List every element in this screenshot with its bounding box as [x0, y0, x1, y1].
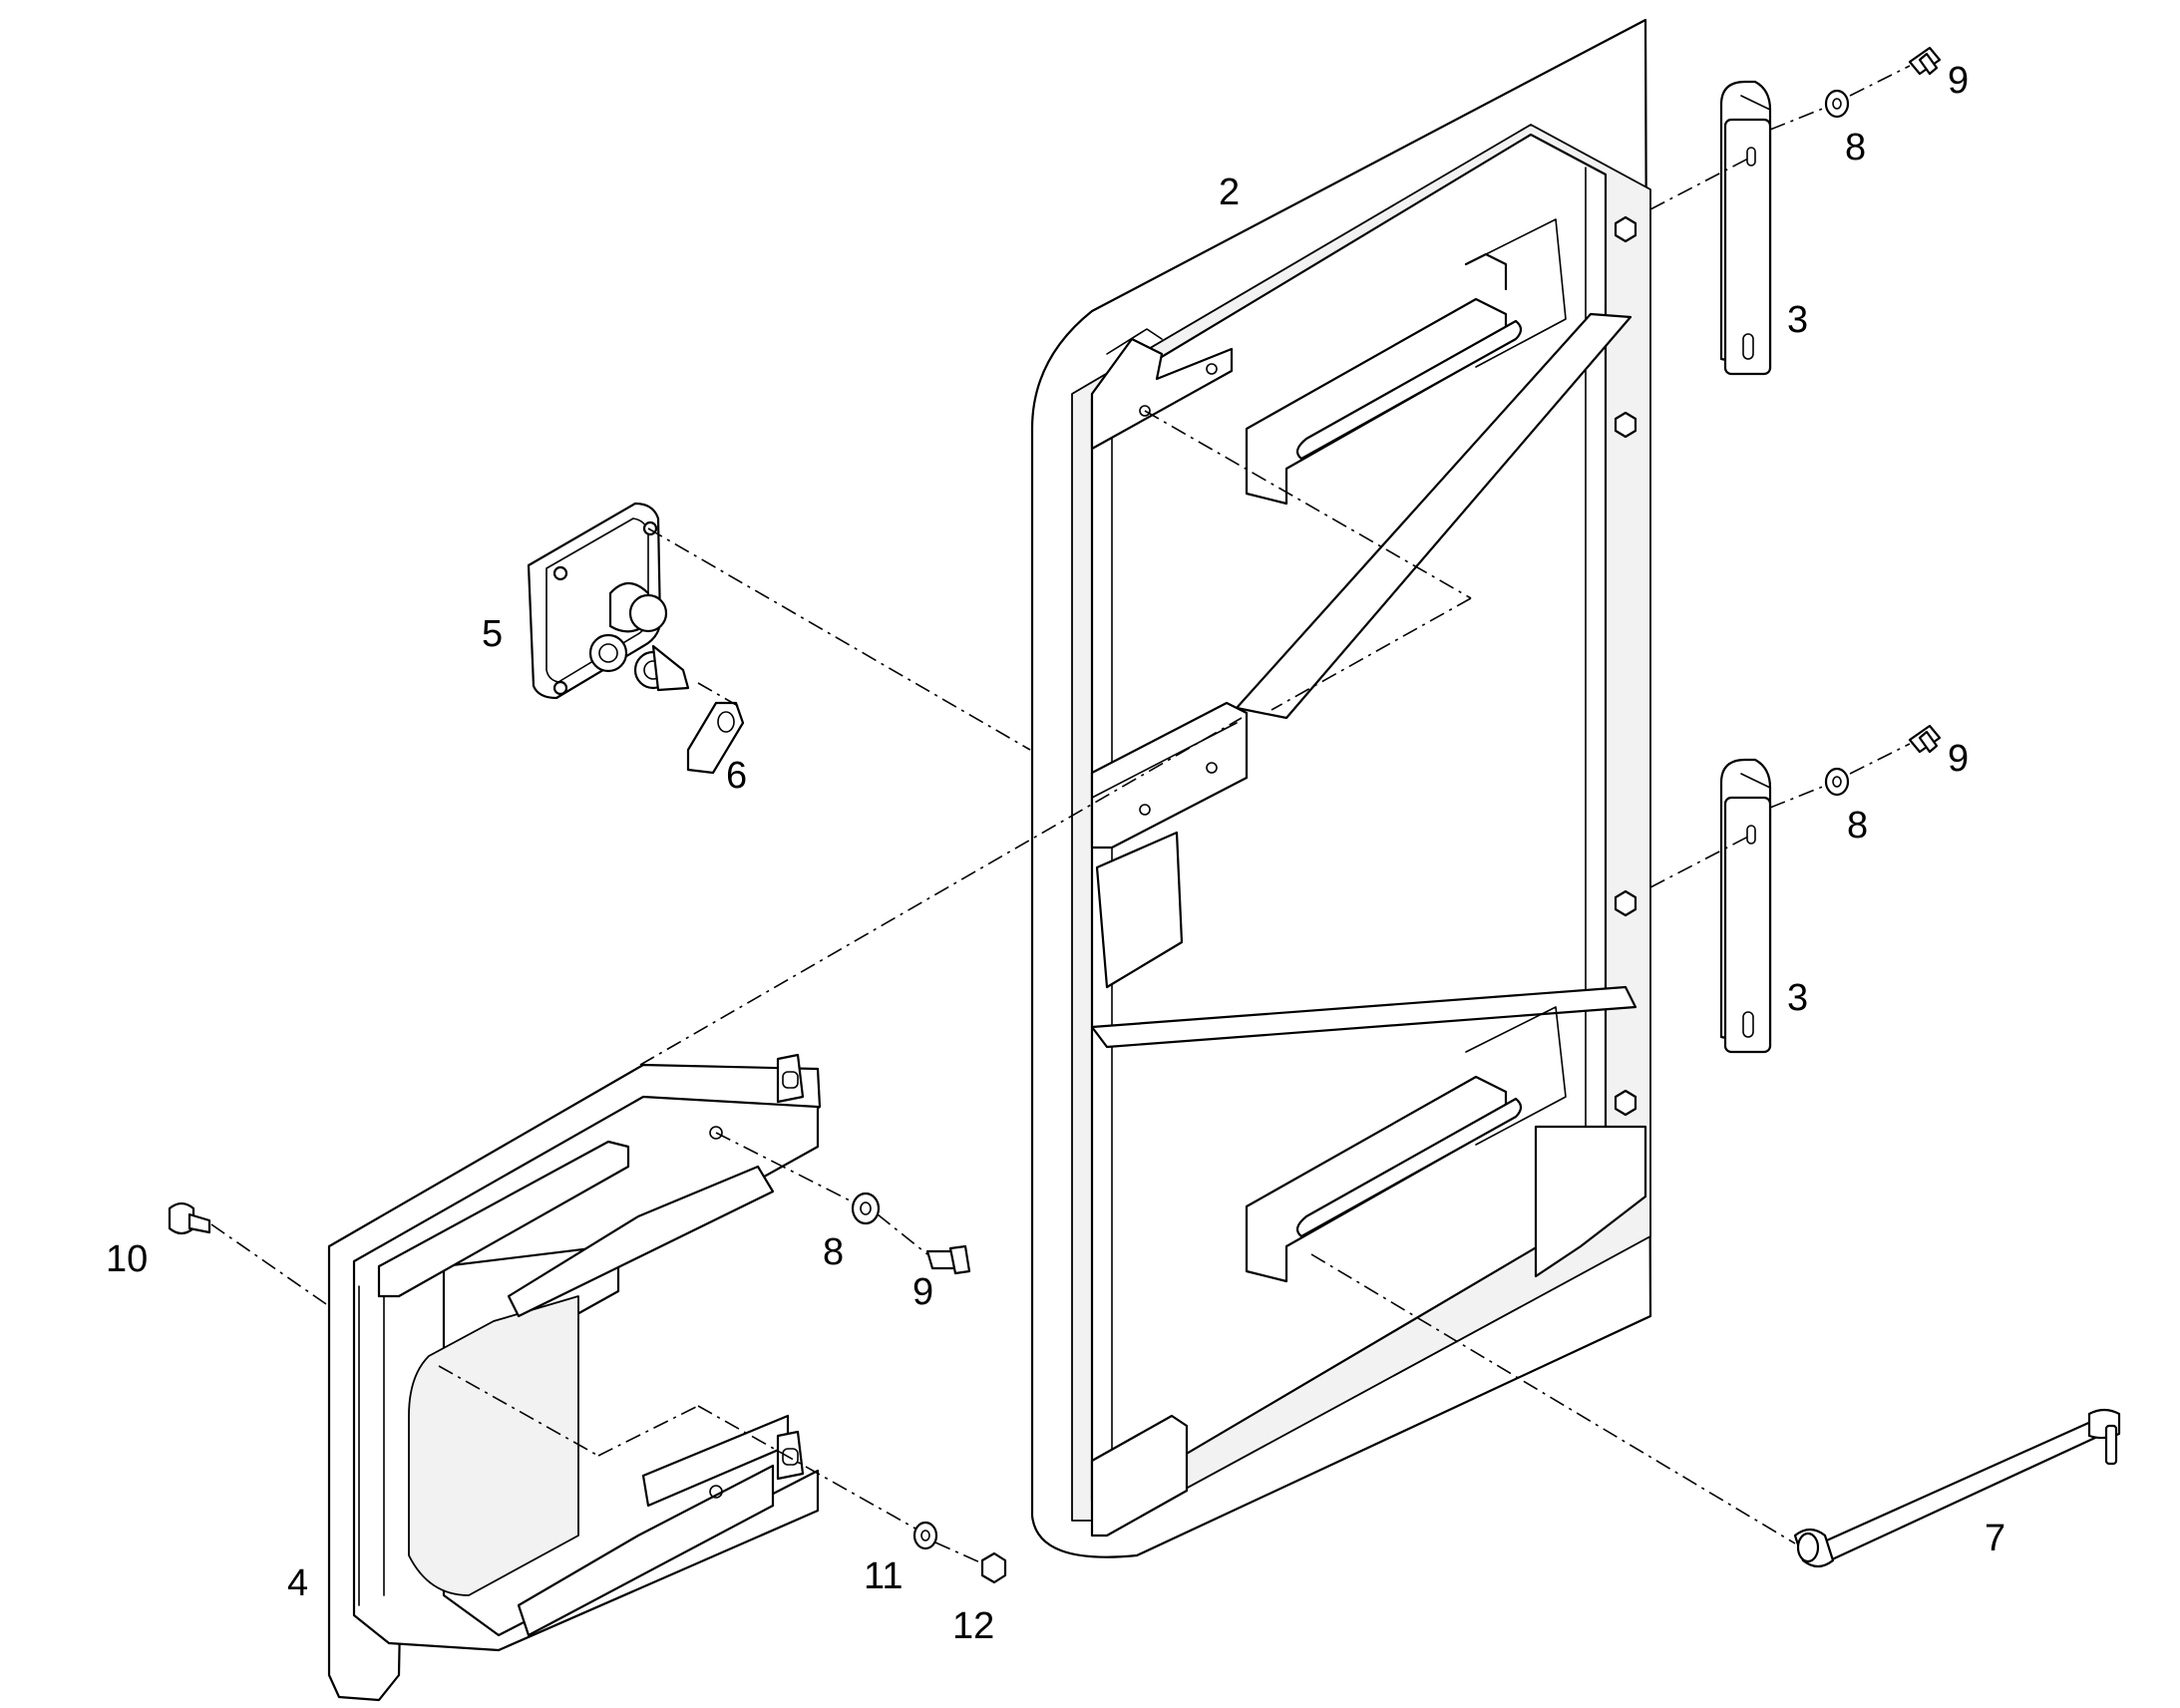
bolt-icon [925, 46, 1942, 1275]
callout-12: 12 [952, 1605, 994, 1647]
rod-part-7 [1793, 1408, 2121, 1568]
callout-2: 2 [1219, 171, 1240, 213]
callout-8-lower: 8 [1847, 805, 1868, 847]
callout-5: 5 [482, 613, 503, 655]
callout-11: 11 [864, 1555, 903, 1597]
nut-part-12-icon [980, 1551, 1007, 1584]
callout-9-left: 9 [912, 1271, 933, 1313]
callout-10: 10 [106, 1238, 148, 1280]
latch-part-6 [686, 701, 745, 775]
callout-4: 4 [287, 1562, 308, 1604]
washer-icon [851, 89, 1850, 1550]
bracket-tray-part-4 [327, 1053, 822, 1702]
assembly-lines [210, 65, 1911, 1564]
callout-8-left: 8 [823, 1231, 844, 1273]
callout-6: 6 [726, 755, 747, 797]
control-box-part-5 [527, 502, 690, 700]
callout-3-upper: 3 [1787, 299, 1808, 341]
callout-labels: 2 3 3 4 5 6 7 8 8 8 9 9 9 10 11 12 [106, 60, 2005, 1647]
callout-3-lower: 3 [1787, 977, 1808, 1019]
callout-9-lower: 9 [1948, 738, 1969, 780]
callout-8-upper: 8 [1845, 127, 1866, 169]
hinge-strap-part-3-lower [1719, 758, 1772, 1054]
callout-7: 7 [1985, 1518, 2005, 1559]
door-panel-part-2 [1030, 18, 1652, 1558]
hinge-strap-part-3-upper [1719, 80, 1772, 376]
bolt-part-10-icon [168, 1201, 211, 1235]
callout-9-upper: 9 [1948, 60, 1969, 102]
panel-nut-icon [1614, 215, 1637, 1117]
